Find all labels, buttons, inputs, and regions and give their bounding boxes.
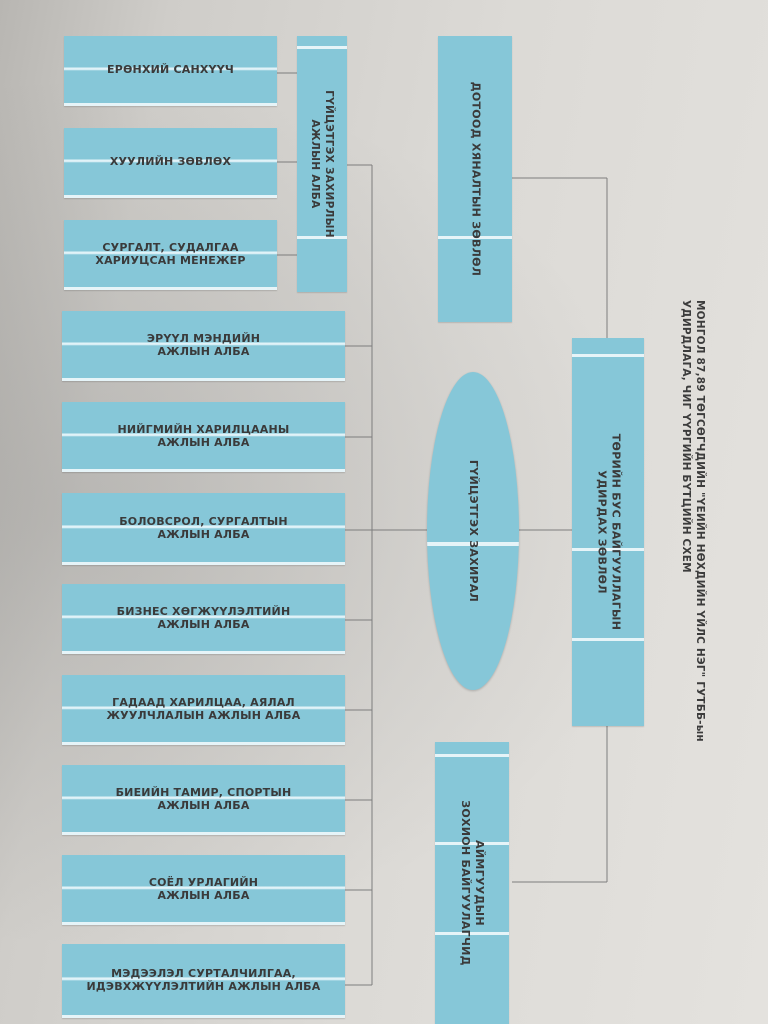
unit-legal-advisor: ХУУЛИЙН ЗӨВЛӨХ bbox=[64, 128, 277, 198]
executive-director-label: ГҮЙЦЭТГЭХ ЗАХИРАЛ bbox=[467, 459, 480, 603]
board-label: ТӨРИЙН БУС БАЙГУУЛЛАГЫН УДИРДАХ ЗӨВЛӨЛ bbox=[595, 433, 623, 631]
executive-director-ellipse: ГҮЙЦЭТГЭХ ЗАХИРАЛ bbox=[427, 372, 519, 690]
unit-information-promotion-office: МЭДЭЭЛЭЛ СУРТАЛЧИЛГАА,ИДЭВХЖҮҮЛЭЛТИЙН АЖ… bbox=[62, 944, 345, 1018]
internal-audit-label: ДОТООД ХЯНАЛТЫН ЗӨВЛӨЛ bbox=[469, 81, 482, 277]
exec-office-label: ГҮЙЦЭТГЭХ ЗАХИРЛЫН АЖЛЫН АЛБА bbox=[309, 90, 336, 238]
internal-audit-box: ДОТООД ХЯНАЛТЫН ЗӨВЛӨЛ bbox=[438, 36, 512, 322]
board-box: ТӨРИЙН БУС БАЙГУУЛЛАГЫН УДИРДАХ ЗӨВЛӨЛ bbox=[572, 338, 644, 726]
exec-office-box: ГҮЙЦЭТГЭХ ЗАХИРЛЫН АЖЛЫН АЛБА bbox=[297, 36, 347, 292]
aimag-organizers-label: АЙМГУУДЫН ЗОХИОН БАЙГУУЛАГЧИД bbox=[459, 800, 487, 966]
unit-chief-accountant: ЕРӨНХИЙ САНХҮҮЧ bbox=[64, 36, 277, 106]
title-line-2: УДИРДЛАГА, ЧИГ ҮҮРГИЙН БҮТЦИЙН СХЕМ bbox=[680, 300, 692, 573]
aimag-organizers-box: АЙМГУУДЫН ЗОХИОН БАЙГУУЛАГЧИД bbox=[435, 742, 509, 1024]
diagram-title: МОНГОЛ 87,89 ТӨГСӨГЧДИЙН "ҮЕИЙН НӨХДИЙН … bbox=[679, 300, 707, 742]
title-line-1: МОНГОЛ 87,89 ТӨГСӨГЧДИЙН "ҮЕИЙН НӨХДИЙН … bbox=[694, 300, 706, 742]
